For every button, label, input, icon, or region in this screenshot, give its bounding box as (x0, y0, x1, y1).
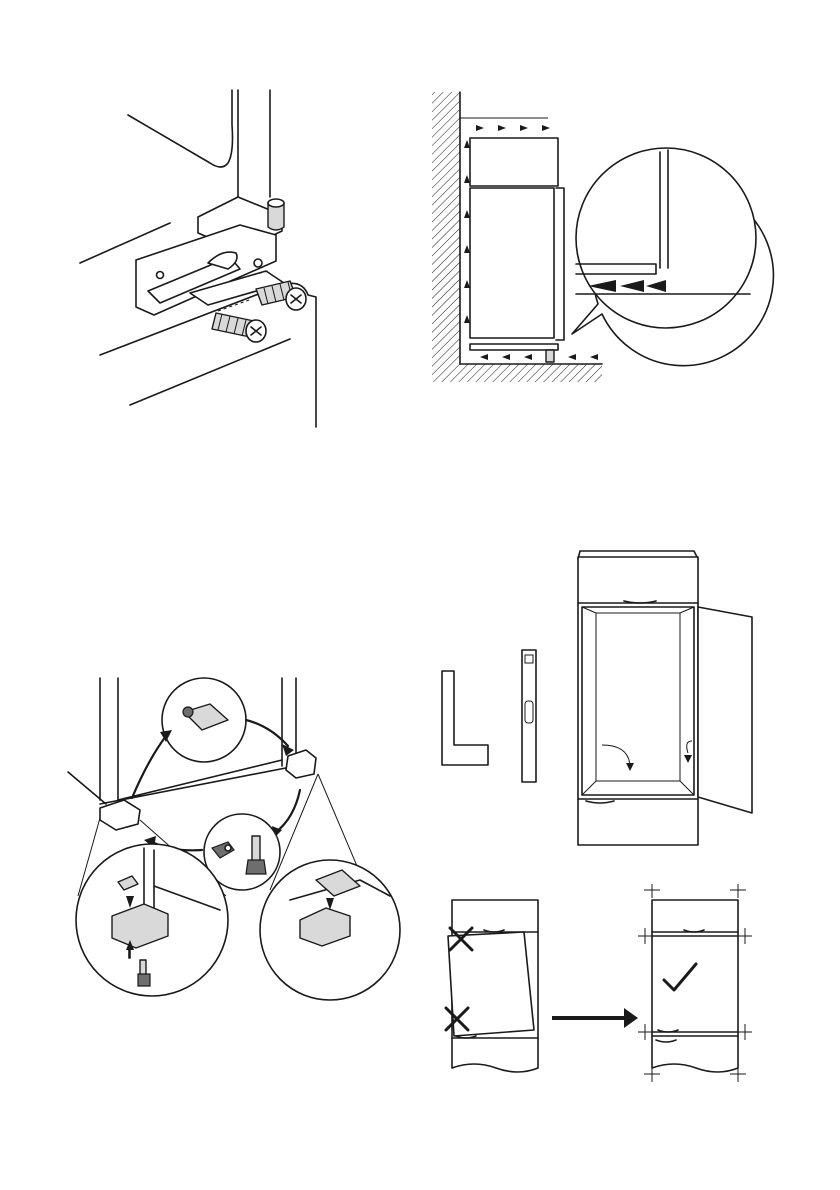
arrow-to-top-circle (132, 736, 166, 798)
upper-cabinet (470, 138, 558, 186)
hinge-screw-fixing-figure (70, 85, 330, 430)
niche-check-drawing (440, 545, 760, 850)
appliance-bottom-edge (100, 760, 296, 804)
set-square-icon (442, 671, 488, 765)
rear-airflow-arrows (464, 140, 470, 323)
niche-opening (582, 607, 694, 795)
ventilation-airflow-figure (430, 88, 760, 388)
detail-magnified-circle (576, 148, 756, 328)
niche-check-figure (440, 545, 760, 850)
adjustable-foot (546, 350, 554, 362)
bottom-inflow-arrows (480, 354, 598, 360)
arrow-up-shaft (129, 950, 130, 958)
mounting-hole-left (157, 272, 164, 279)
screw-shaft (252, 836, 260, 862)
cabinet-alignment-drawing (438, 880, 768, 1090)
spirit-level-icon (522, 650, 536, 782)
appliance-door (556, 188, 564, 340)
wall-hatching (432, 92, 460, 382)
ventilation-airflow-drawing (430, 88, 760, 388)
hinge-screw-fixing-drawing (70, 85, 330, 430)
appliance-plinth (470, 344, 558, 350)
right-corner-bracket (286, 750, 316, 778)
wrong-misaligned-appliance (448, 932, 534, 1036)
screw-hex-head (246, 860, 266, 874)
appliance-corner-outline (128, 90, 233, 167)
cabinet-line-bottom (130, 339, 290, 405)
top-outflow-arrows (476, 125, 550, 131)
hinge-pin-top (268, 199, 284, 207)
bottom-left-screw-head (138, 974, 150, 986)
open-cabinet-door (698, 607, 752, 813)
washer-hole (225, 845, 231, 851)
correct-cabinet-outline (652, 900, 738, 1072)
cabinet-alignment-figure (438, 880, 768, 1090)
cover-cap-assembly-drawing (60, 670, 440, 1005)
mounting-hole-right (254, 259, 262, 267)
appliance-body (470, 188, 554, 338)
cover-cap-knob (183, 707, 193, 717)
right-arrow-icon (552, 1008, 638, 1028)
cover-cap-assembly-figure (60, 670, 440, 1005)
floor-hatching (460, 364, 602, 382)
